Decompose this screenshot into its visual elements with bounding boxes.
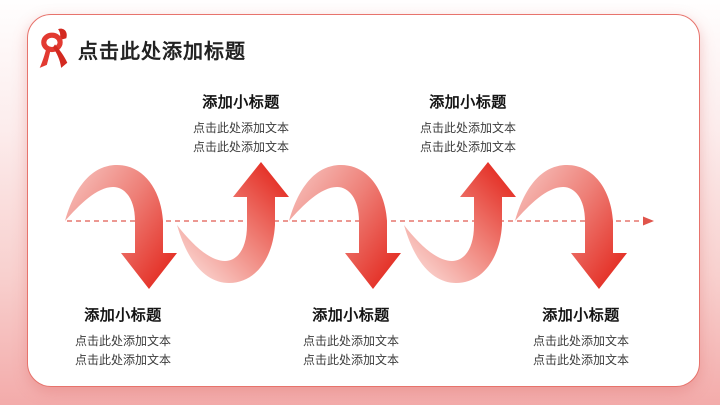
block-line: 点击此处添加文本 [419,121,516,135]
text-block-top-1[interactable]: 添加小标题 点击此处添加文本 点击此处添加文本 [159,91,323,156]
block-line: 点击此处添加文本 [532,352,629,367]
text-block-bottom-1[interactable]: 添加小标题 点击此处添加文本 点击此处添加文本 [41,304,205,369]
text-block-bottom-2[interactable]: 添加小标题 点击此处添加文本 点击此处添加文本 [269,304,433,369]
block-subtitle: 添加小标题 [202,94,280,111]
block-line: 点击此处添加文本 [192,139,289,154]
red-ribbon-icon [39,28,68,68]
block-line: 点击此处添加文本 [532,334,629,348]
slide-header: 点击此处添加标题 [38,25,246,73]
block-line: 点击此处添加文本 [302,334,399,348]
up-arrow-1 [177,162,289,283]
wave-arrows-diagram [65,162,654,289]
down-arrow-1 [65,165,177,289]
dashed-axis-line [67,216,654,226]
down-arrow-3 [515,165,627,289]
block-subtitle: 添加小标题 [542,307,620,324]
up-arrow-2 [404,162,516,283]
block-subtitle: 添加小标题 [429,94,507,111]
block-line: 点击此处添加文本 [74,334,171,348]
slide-card: 点击此处添加标题 [27,14,700,387]
block-subtitle: 添加小标题 [312,307,390,324]
slide-title[interactable]: 点击此处添加标题 [78,40,246,63]
block-line: 点击此处添加文本 [192,121,289,135]
text-block-bottom-3[interactable]: 添加小标题 点击此处添加文本 点击此处添加文本 [499,304,663,369]
down-arrow-2 [289,165,401,289]
block-line: 点击此处添加文本 [419,139,516,154]
block-line: 点击此处添加文本 [302,352,399,367]
block-line: 点击此处添加文本 [74,352,171,367]
text-block-top-2[interactable]: 添加小标题 点击此处添加文本 点击此处添加文本 [386,91,550,156]
block-subtitle: 添加小标题 [84,307,162,324]
